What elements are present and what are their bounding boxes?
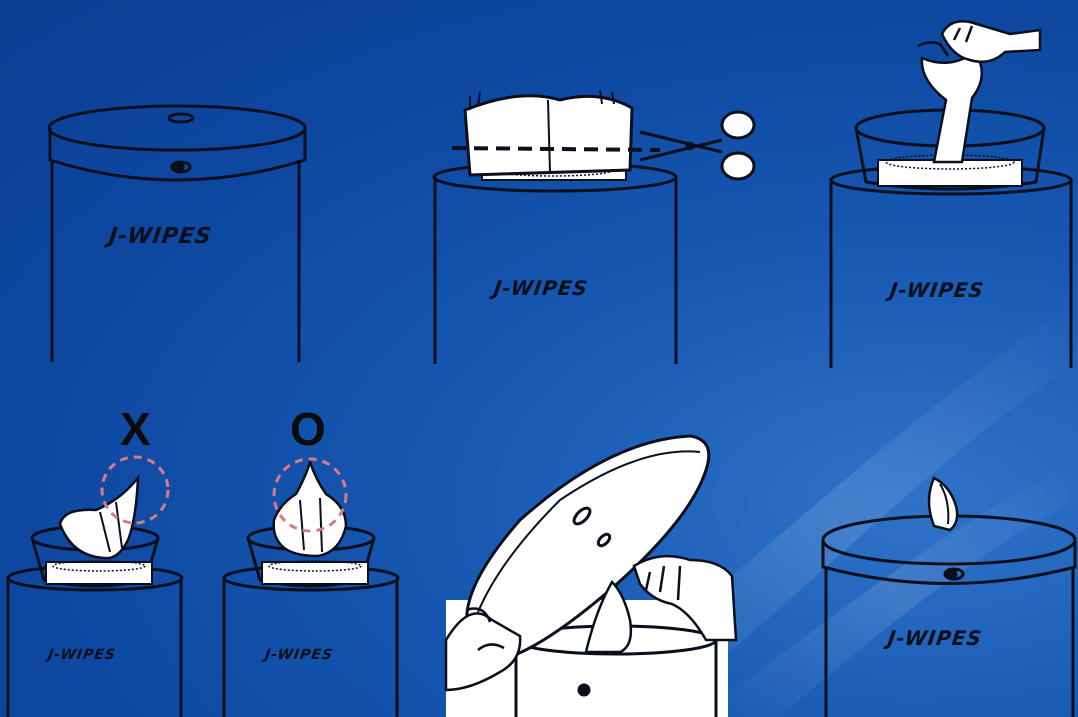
- brand-logo-step-5: J-WIPES: [264, 647, 334, 663]
- step-2-cut-pack: [434, 90, 676, 364]
- brand-logo-step-4: J-WIPES: [47, 647, 117, 663]
- brand-logo-step-7: J-WIPES: [886, 626, 983, 650]
- brand-logo-step-2: J-WIPES: [492, 276, 589, 300]
- hand-icon: [918, 21, 1040, 62]
- brand-logo-step-3: J-WIPES: [888, 278, 985, 302]
- brand-logo-step-1: J-WIPES: [107, 224, 213, 249]
- step-5-right-example: [224, 462, 398, 717]
- step-3-thread-wipe: [831, 52, 1071, 368]
- right-mark: O: [290, 406, 326, 452]
- wrong-mark: X: [120, 406, 151, 452]
